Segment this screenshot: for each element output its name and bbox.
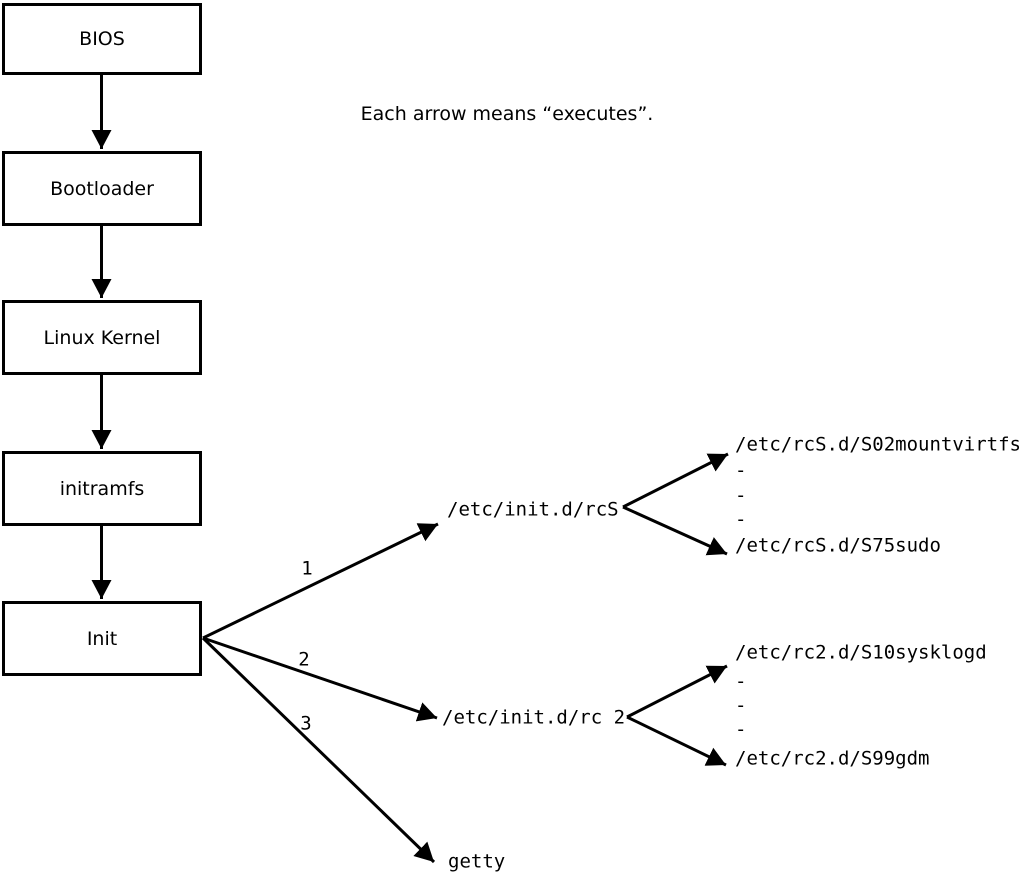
box-initramfs-label: initramfs	[59, 477, 145, 500]
rc2-item-dash: -	[735, 694, 747, 717]
legend-note: Each arrow means “executes”.	[360, 103, 654, 125]
rcs-item-dash: -	[735, 459, 747, 482]
arrow-init-to-getty	[201, 636, 436, 864]
rcs-item-dash: -	[735, 508, 747, 531]
rcs-item-dash: -	[735, 484, 747, 507]
box-init-label: Init	[86, 627, 118, 650]
box-initramfs: initramfs	[2, 451, 202, 526]
edge-label-1: 1	[301, 557, 313, 580]
arrow-rcs-to-s75sudo	[622, 505, 728, 556]
edge-label-2: 2	[298, 648, 310, 671]
arrow-rcs-to-s02mountvirtfs	[622, 452, 729, 509]
box-bootloader: Bootloader	[2, 151, 202, 226]
edge-label-3: 3	[300, 712, 312, 735]
rc2-item-dash: -	[735, 670, 747, 693]
box-bios: BIOS	[2, 3, 202, 75]
rc2-item-s99gdm: /etc/rc2.d/S99gdm	[735, 747, 930, 770]
target-rc2: /etc/init.d/rc 2	[442, 706, 626, 729]
rcs-item-s75sudo: /etc/rcS.d/S75sudo	[735, 534, 941, 557]
target-getty: getty	[448, 850, 506, 873]
target-rcs: /etc/init.d/rcS	[447, 498, 619, 521]
arrow-rc2-to-s99gdm	[626, 715, 727, 767]
arrow-rc2-to-s10sysklogd	[626, 664, 728, 719]
arrow-init-to-rc2	[202, 636, 438, 722]
box-bootloader-label: Bootloader	[50, 177, 154, 200]
box-linux-kernel-label: Linux Kernel	[43, 326, 161, 349]
box-linux-kernel: Linux Kernel	[2, 300, 202, 375]
box-init: Init	[2, 601, 202, 676]
rc2-item-s10sysklogd: /etc/rc2.d/S10sysklogd	[735, 641, 987, 664]
arrow-init-to-rcs	[202, 522, 439, 640]
box-bios-label: BIOS	[79, 28, 125, 50]
rc2-item-dash: -	[735, 718, 747, 741]
rcs-item-s02mountvirtfs: /etc/rcS.d/S02mountvirtfs	[735, 433, 1021, 456]
